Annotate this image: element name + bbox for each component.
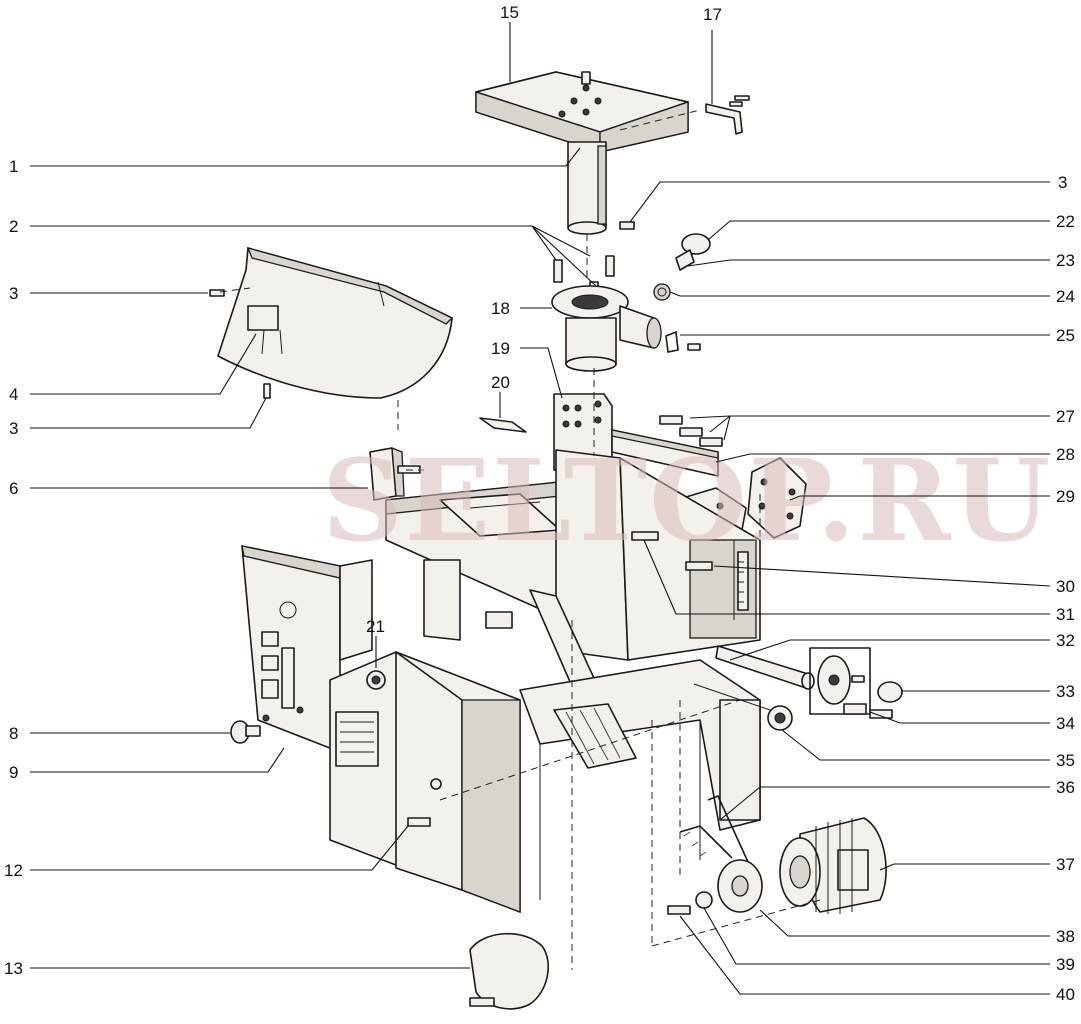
callout-20: 20 <box>491 373 510 392</box>
callout-21: 21 <box>366 617 385 636</box>
callout-15: 15 <box>500 3 519 22</box>
callout-27: 27 <box>1056 407 1075 426</box>
parts-drawing <box>209 71 903 1010</box>
callout-40: 40 <box>1056 985 1075 1004</box>
callout-39: 39 <box>1056 955 1075 974</box>
part-clip-25 <box>665 330 701 353</box>
part-table-top <box>475 71 689 153</box>
part-screws-27 <box>659 415 723 447</box>
callout-3: 3 <box>9 419 18 438</box>
callout-9: 9 <box>9 763 18 782</box>
part-wedge-20 <box>479 417 527 433</box>
callout-30: 30 <box>1056 577 1075 596</box>
callout-2: 2 <box>9 217 18 236</box>
callout-32: 32 <box>1056 631 1075 650</box>
callout-29: 29 <box>1056 487 1075 506</box>
callout-19: 19 <box>491 339 510 358</box>
callout-18: 18 <box>491 299 510 318</box>
part-screw-3-top <box>619 221 635 230</box>
part-column <box>567 141 607 235</box>
part-knob-assembly <box>653 233 711 301</box>
callout-1: 1 <box>9 157 18 176</box>
callout-22: 22 <box>1056 212 1075 231</box>
part-guard <box>209 247 454 430</box>
part-pulley-belt <box>651 700 821 947</box>
callout-31: 31 <box>1056 605 1075 624</box>
callout-17: 17 <box>703 5 722 24</box>
callout-4: 4 <box>9 385 18 404</box>
watermark: SELTOP.RU <box>322 436 1052 567</box>
part-main-frame <box>385 449 761 900</box>
callout-28: 28 <box>1056 445 1075 464</box>
callout-37: 37 <box>1056 855 1075 874</box>
callout-8: 8 <box>9 724 18 743</box>
part-bracket-17 <box>705 95 750 135</box>
leader-lines <box>30 22 1051 995</box>
callout-23: 23 <box>1056 251 1075 270</box>
part-front-panel <box>329 651 521 913</box>
callout-24: 24 <box>1056 287 1075 306</box>
callout-35: 35 <box>1056 751 1075 770</box>
callout-3: 3 <box>1058 173 1067 192</box>
callout-25: 25 <box>1056 326 1075 345</box>
part-housing <box>551 285 662 372</box>
callout-36: 36 <box>1056 778 1075 797</box>
callout-13: 13 <box>4 959 23 978</box>
callout-38: 38 <box>1056 927 1075 946</box>
part-left-panel <box>230 545 373 753</box>
part-motor <box>779 817 887 914</box>
callout-numbers: 1 2 3 4 3 6 8 9 12 13 15 17 18 19 20 21 … <box>4 3 1075 1004</box>
callout-6: 6 <box>9 479 18 498</box>
callout-3: 3 <box>9 284 18 303</box>
callout-33: 33 <box>1056 682 1075 701</box>
assembly-lines <box>219 109 761 801</box>
callout-34: 34 <box>1056 714 1075 733</box>
callout-12: 12 <box>4 861 23 880</box>
part-cover-13 <box>469 620 573 1010</box>
